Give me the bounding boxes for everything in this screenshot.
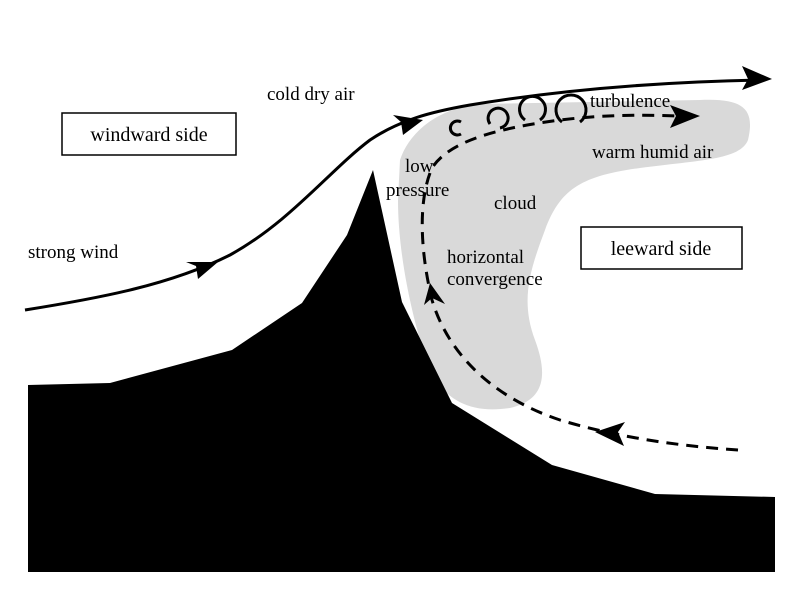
arrow-head-icon	[424, 283, 445, 305]
return-flow-dashed-line	[420, 113, 739, 452]
pressure-label: pressure	[386, 180, 449, 201]
leeward-side-label: leeward side	[611, 238, 712, 260]
arrow-head-icon	[670, 105, 700, 128]
low-label: low	[405, 156, 434, 177]
turbulence-label: turbulence	[590, 91, 670, 112]
cloud-region	[398, 99, 751, 410]
windward-side-box	[61, 112, 237, 156]
arrow-head-icon	[595, 422, 625, 446]
strong-wind-label: strong wind	[28, 242, 119, 263]
cold-dry-air-label: cold dry air	[267, 84, 355, 105]
eddy-2	[486, 106, 510, 130]
arrow-head-icon	[393, 115, 423, 135]
turbulence-eddies	[448, 93, 588, 137]
convergence-label: convergence	[447, 269, 543, 290]
arrow-head-icon	[186, 262, 218, 279]
eddy-4	[554, 93, 588, 124]
warm-humid-air-label: warm humid air	[592, 142, 714, 163]
eddy-1	[448, 119, 462, 137]
windward-side-label: windward side	[90, 124, 207, 146]
eddy-3	[518, 94, 547, 122]
strong-wind-flow-line	[24, 78, 761, 312]
mountain	[28, 170, 775, 572]
horizontal-label: horizontal	[447, 247, 524, 268]
cloud-label: cloud	[494, 193, 537, 214]
leeward-side-box	[580, 226, 743, 270]
arrow-head-icon	[742, 66, 772, 90]
